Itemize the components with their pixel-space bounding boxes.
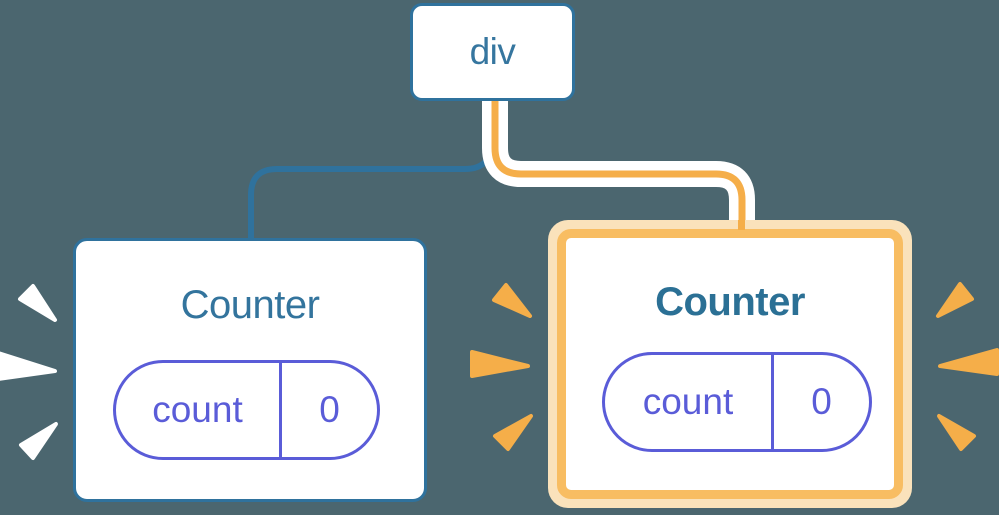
counter-card-right-title: Counter bbox=[655, 280, 805, 324]
sparkles-right-card-left bbox=[470, 283, 533, 451]
sparkle-orange-left-middle bbox=[470, 350, 530, 378]
state-pill-left-value: 0 bbox=[319, 389, 340, 430]
connector-left-blue bbox=[248, 101, 494, 241]
sparkle-white-middle bbox=[0, 351, 57, 381]
sparkle-orange-right-middle bbox=[938, 348, 999, 376]
connector-right-stripe bbox=[491, 94, 746, 226]
state-pill-right-key: count bbox=[605, 355, 774, 449]
state-pill-right-value: 0 bbox=[811, 381, 832, 422]
connector-right-casing bbox=[482, 94, 755, 222]
sparkle-white-bottom bbox=[19, 422, 58, 460]
counter-card-right-highlight-ring: Counter count 0 bbox=[548, 220, 912, 508]
sparkle-orange-left-bottom bbox=[493, 414, 533, 451]
connector-stripe-bridge bbox=[738, 220, 745, 230]
state-pill-right: count 0 bbox=[602, 352, 872, 452]
sparkle-white-top bbox=[18, 284, 57, 322]
tree-node-div: div bbox=[410, 3, 575, 101]
sparkle-orange-right-bottom bbox=[937, 414, 976, 451]
counter-card-left: Counter count 0 bbox=[73, 238, 427, 502]
sparkles-right-card-right bbox=[936, 282, 999, 451]
sparkles-left-card bbox=[0, 284, 58, 460]
tree-node-div-label: div bbox=[469, 31, 516, 72]
sparkle-orange-right-top bbox=[936, 282, 974, 318]
state-pill-left: count 0 bbox=[113, 360, 380, 460]
counter-card-left-title: Counter bbox=[180, 283, 320, 327]
state-pill-left-key: count bbox=[116, 363, 282, 457]
sparkle-orange-left-top bbox=[492, 283, 532, 318]
counter-card-right: Counter count 0 bbox=[557, 229, 903, 499]
